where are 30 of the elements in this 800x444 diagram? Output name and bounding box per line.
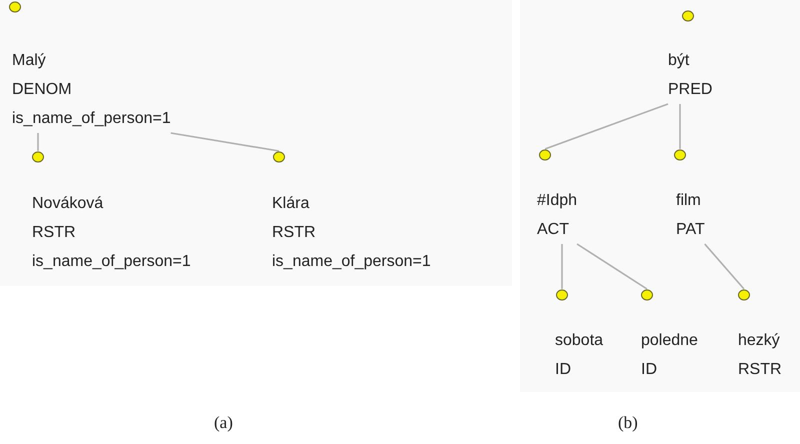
node-label: is_name_of_person=1: [272, 252, 431, 272]
node-label: RSTR: [738, 360, 782, 380]
tree-edge: [679, 104, 681, 149]
node-label: poledne: [641, 331, 698, 351]
node-label: být: [668, 51, 690, 71]
tree-edge: [561, 244, 563, 289]
tree-edge: [170, 132, 280, 152]
tree-edge: [544, 103, 668, 150]
subfigure-caption: (a): [214, 413, 233, 433]
node-label: PRED: [668, 80, 712, 100]
node-label: DENOM: [12, 80, 73, 100]
node-label: RSTR: [272, 223, 317, 243]
node-label: hezký: [738, 331, 781, 351]
node-label: ID: [641, 360, 658, 380]
subfigure-caption: (b): [618, 413, 638, 433]
node-label: is_name_of_person=1: [32, 252, 191, 272]
node-label: Nováková: [32, 194, 104, 214]
node-label: is_name_of_person=1: [12, 109, 171, 129]
node-label: ACT: [537, 220, 570, 240]
tree-edge: [37, 133, 39, 151]
node-label: Klára: [272, 194, 310, 214]
tree-edge: [704, 243, 745, 290]
node-label: PAT: [676, 220, 705, 240]
tree-edge: [576, 243, 648, 290]
node-label: RSTR: [32, 223, 77, 243]
node-label: sobota: [555, 331, 604, 351]
node-label: film: [676, 191, 702, 211]
node-label: #Idph: [537, 191, 578, 211]
node-label: Malý: [12, 51, 47, 71]
node-label: ID: [555, 360, 572, 380]
